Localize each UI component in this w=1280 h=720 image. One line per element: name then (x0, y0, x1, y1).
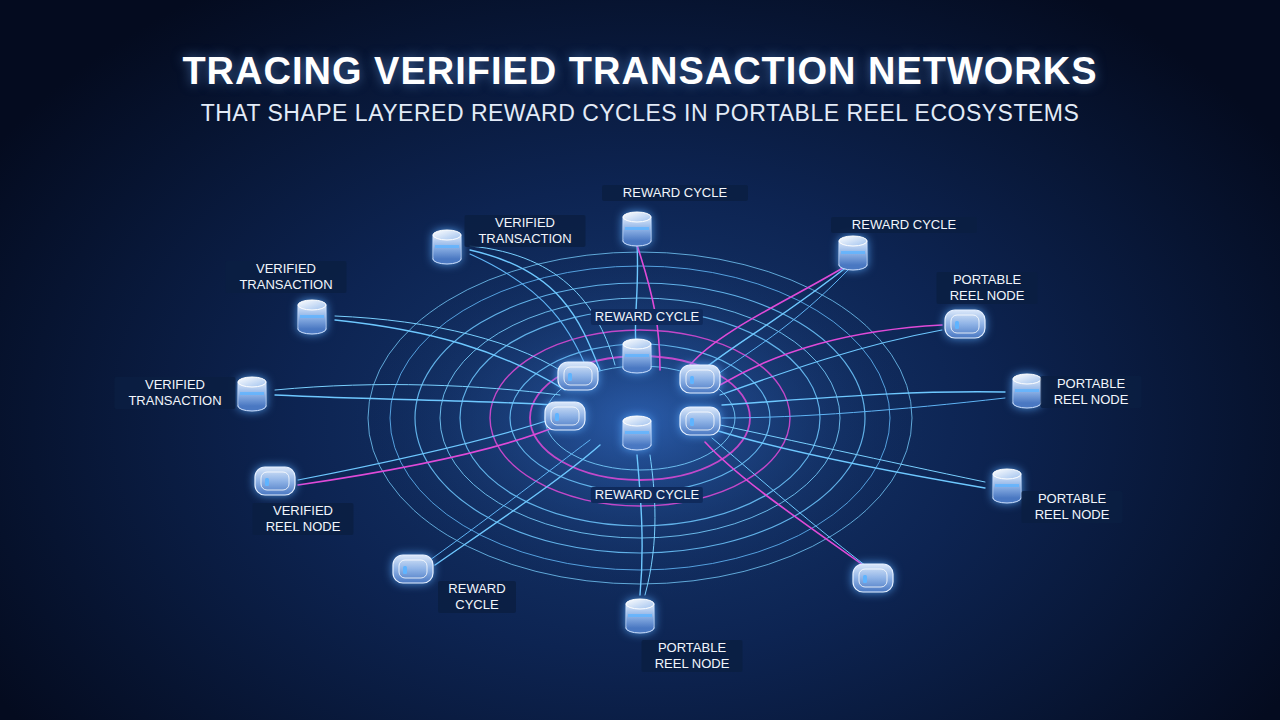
ledger-cylinder-node: PORTABLE REEL NODE (1005, 371, 1049, 409)
node-icon (253, 461, 297, 499)
node-label: PORTABLE REEL NODE (937, 272, 1038, 304)
node-label: REWARD CYCLE (438, 581, 516, 613)
reel-device-node: REWARD CYCLE (391, 549, 435, 587)
ledger-cylinder-node: VERIFIED TRANSACTION (230, 374, 274, 412)
node-icon (290, 297, 334, 335)
hub-device (545, 402, 585, 430)
node-icon (230, 374, 274, 412)
reel-device-node: PORTABLE REEL NODE (943, 304, 987, 342)
node-label: VERIFIED TRANSACTION (465, 215, 586, 247)
node-icon (618, 596, 662, 634)
node-label: PORTABLE REEL NODE (1022, 491, 1123, 523)
node-label: VERIFIED TRANSACTION (115, 377, 236, 409)
ledger-cylinder-node: PORTABLE REEL NODE (618, 596, 662, 634)
orbit-ring (415, 283, 865, 553)
hub-device (680, 407, 720, 435)
ledger-cylinder-node: REWARD CYCLE (831, 233, 875, 271)
node-label: PORTABLE REEL NODE (1041, 376, 1142, 408)
ledger-cylinder-node: VERIFIED TRANSACTION (425, 227, 469, 265)
orbit-ring (460, 310, 820, 526)
orbit-ring (530, 356, 750, 480)
hub-device (680, 365, 720, 393)
node-label: REWARD CYCLE (602, 185, 748, 201)
node-label: VERIFIED REEL NODE (253, 503, 354, 535)
orbit-ring (390, 266, 890, 570)
node-icon (943, 304, 987, 342)
hub-device (558, 362, 598, 390)
node-icon (831, 233, 875, 271)
cycle-label: REWARD CYCLE (591, 487, 703, 503)
ledger-cylinder-node: REWARD CYCLE (615, 209, 659, 247)
node-icon (425, 227, 469, 265)
title: TRACING VERIFIED TRANSACTION NETWORKS (0, 50, 1280, 93)
cycle-label: REWARD CYCLE (591, 309, 703, 325)
ledger-cylinder-node: PORTABLE REEL NODE (985, 466, 1029, 504)
orbit-ring (440, 298, 840, 538)
hub-device (623, 416, 651, 450)
hub-device (623, 339, 651, 373)
subtitle: THAT SHAPE LAYERED REWARD CYCLES IN PORT… (0, 100, 1280, 127)
node-icon (615, 209, 659, 247)
node-label: VERIFIED TRANSACTION (226, 261, 347, 293)
node-icon (391, 549, 435, 587)
orbit-ring (368, 252, 912, 584)
ledger-cylinder-node: VERIFIED TRANSACTION (290, 297, 334, 335)
hub-device (853, 564, 893, 592)
node-label: REWARD CYCLE (831, 217, 977, 233)
node-label: PORTABLE REEL NODE (642, 640, 743, 672)
reel-device-node: VERIFIED REEL NODE (253, 461, 297, 499)
